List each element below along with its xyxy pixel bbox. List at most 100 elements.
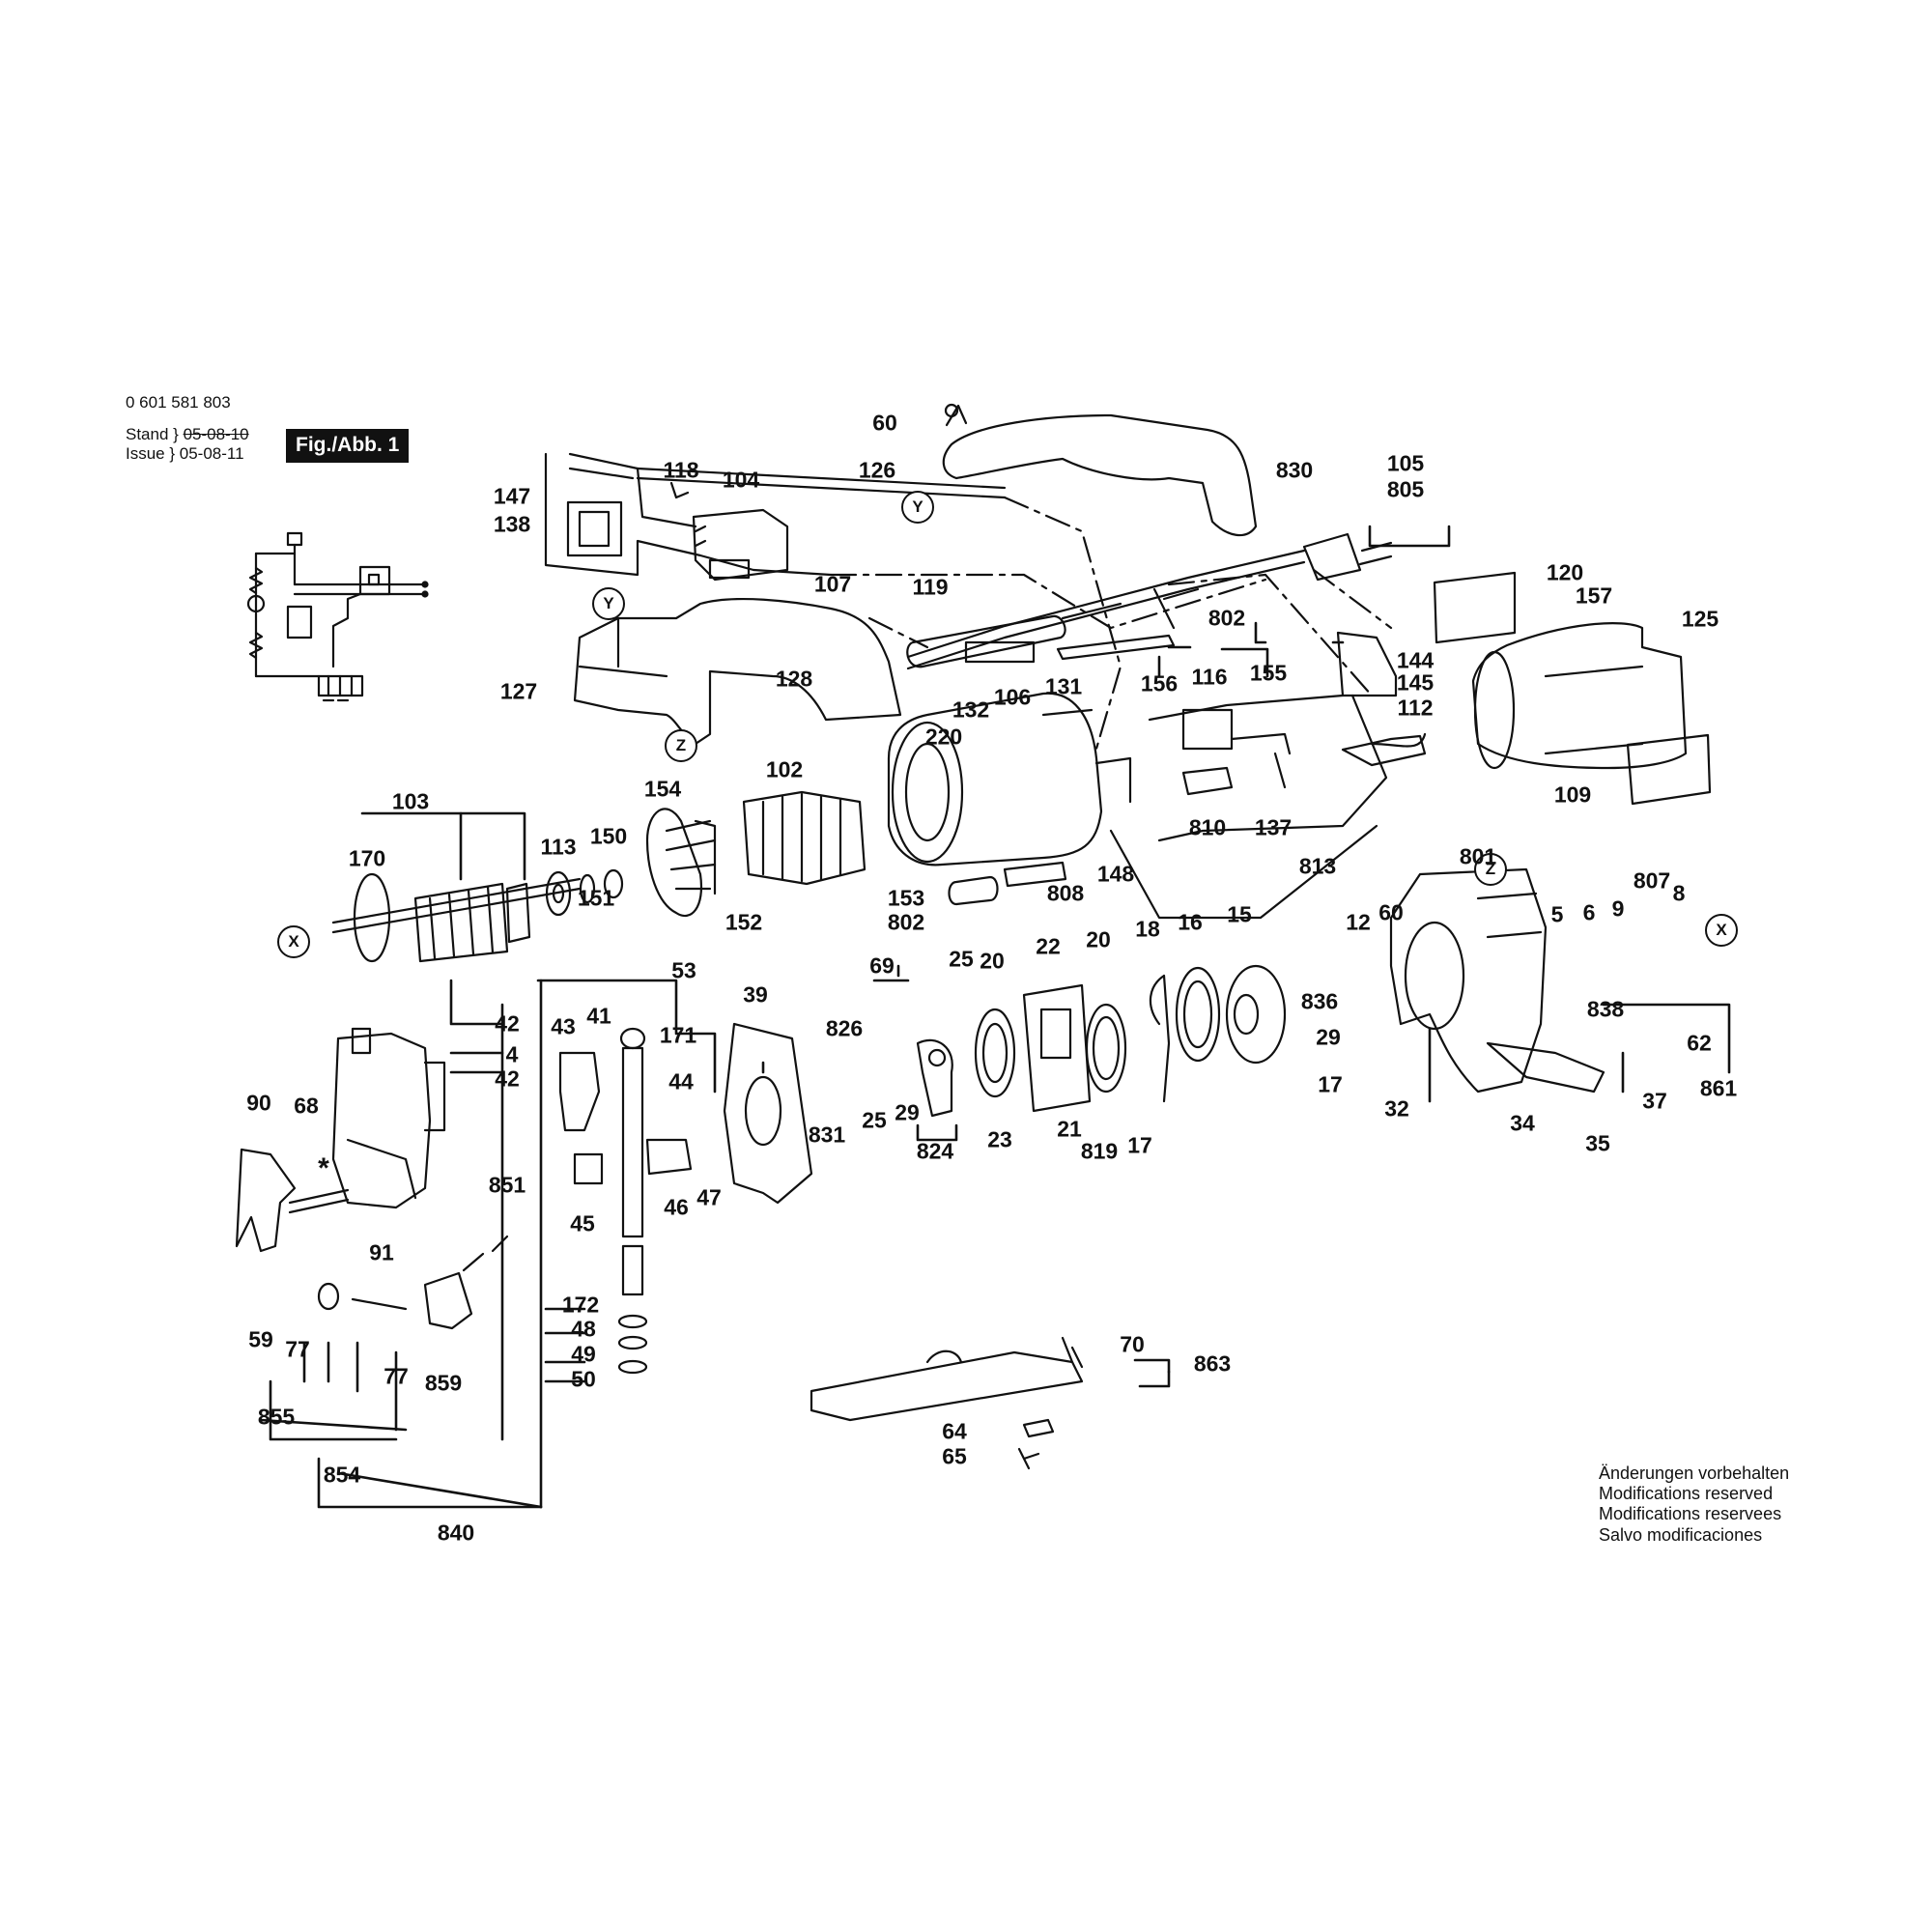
notice-fr: Modifications reservees — [1599, 1504, 1782, 1524]
part-label: 62 — [1687, 1030, 1712, 1056]
part-label: 41 — [586, 1003, 611, 1029]
part-label: 4 — [505, 1041, 519, 1067]
part-label: 37 — [1642, 1088, 1667, 1114]
part-label: 802 — [887, 909, 925, 935]
part-label: 59 — [248, 1326, 273, 1352]
handle-rods — [906, 614, 1176, 668]
issue-date: 05-08-11 — [179, 443, 244, 463]
part-label: 132 — [952, 696, 990, 723]
part-label: 851 — [488, 1172, 526, 1198]
part-label: 119 — [912, 574, 949, 600]
part-label: 43 — [551, 1013, 576, 1039]
part-label: 171 — [659, 1022, 697, 1048]
stator — [742, 790, 867, 886]
ref-marker-y: Y — [901, 491, 934, 524]
roller-bracket — [317, 1235, 509, 1330]
armature — [331, 872, 582, 963]
part-label: 25 — [949, 946, 974, 972]
part-label: 819 — [1080, 1138, 1119, 1164]
part-label: 104 — [722, 467, 760, 493]
part-label: 131 — [1044, 673, 1083, 699]
part-label: 90 — [246, 1090, 271, 1116]
part-label: 105 — [1386, 450, 1425, 476]
part-label: 35 — [1585, 1130, 1610, 1156]
star-marker: * — [318, 1152, 329, 1184]
part-label: 77 — [285, 1336, 310, 1362]
part-label: 805 — [1386, 476, 1425, 502]
part-label: 23 — [987, 1126, 1012, 1152]
part-label: 34 — [1510, 1110, 1535, 1136]
part-label: 103 — [391, 788, 430, 814]
part-label: 107 — [813, 571, 852, 597]
wiring-schematic — [246, 531, 429, 702]
part-label: 20 — [1086, 926, 1111, 952]
part-label: 29 — [895, 1099, 920, 1125]
plate-22 — [1022, 983, 1092, 1113]
part-label: 109 — [1553, 781, 1592, 808]
part-label: 39 — [743, 981, 768, 1008]
part-label: 6 — [1582, 899, 1596, 925]
part-label: 20 — [980, 948, 1005, 974]
issue-row: Issue } 05-08-11 — [126, 443, 244, 463]
motor-housing — [1471, 622, 1688, 770]
part-label: 144 — [1396, 647, 1435, 673]
ref-marker-z: Z — [665, 729, 697, 762]
part-label: 21 — [1057, 1116, 1082, 1142]
lifting-rod — [617, 1027, 648, 1375]
part-label: 15 — [1227, 901, 1252, 927]
crank-824 — [916, 1038, 953, 1118]
part-label: 47 — [696, 1184, 722, 1210]
part-label: 801 — [1459, 843, 1497, 869]
gear-housing-left — [331, 1027, 446, 1209]
part-label: 70 — [1120, 1331, 1145, 1357]
power-cord — [906, 532, 1393, 670]
part-label: 861 — [1699, 1075, 1738, 1101]
part-label: 46 — [664, 1194, 689, 1220]
part-label: 172 — [561, 1292, 600, 1318]
switch-harness — [544, 452, 1007, 582]
leader-lines — [259, 525, 1731, 1509]
part-label: 60 — [1378, 899, 1404, 925]
part-label: 91 — [369, 1239, 394, 1265]
part-label: 826 — [825, 1015, 864, 1041]
part-label: 813 — [1298, 853, 1337, 879]
guide-pieces — [558, 1051, 693, 1185]
part-label: 49 — [571, 1341, 596, 1367]
wiring-145 — [1109, 631, 1427, 920]
part-label: 148 — [1096, 861, 1135, 887]
part-label: 106 — [993, 684, 1032, 710]
part-label: 9 — [1611, 895, 1625, 922]
blade-guard — [235, 1148, 350, 1253]
part-label: 18 — [1135, 916, 1160, 942]
part-label: 855 — [257, 1404, 296, 1430]
part-label: 831 — [808, 1122, 846, 1148]
part-label: 116 — [1191, 664, 1228, 690]
issue-label: Issue — [126, 443, 165, 463]
part-label: 44 — [668, 1068, 694, 1094]
part-label: 170 — [348, 845, 386, 871]
part-label: 128 — [775, 666, 813, 692]
part-label: 137 — [1254, 814, 1293, 840]
part-label: 151 — [577, 885, 615, 911]
notice-es: Salvo modificaciones — [1599, 1524, 1763, 1545]
field-housing — [887, 692, 1132, 867]
part-label: 220 — [924, 724, 963, 750]
part-label: 102 — [765, 756, 804, 782]
part-label: 127 — [499, 678, 538, 704]
part-label: 150 — [589, 823, 628, 849]
base-plate — [810, 1336, 1084, 1470]
fan — [645, 808, 717, 918]
part-label: 42 — [495, 1065, 520, 1092]
part-label: 145 — [1396, 669, 1435, 696]
part-label: 138 — [493, 511, 531, 537]
part-label: 802 — [1208, 605, 1246, 631]
part-label: 157 — [1575, 582, 1613, 609]
part-label: 838 — [1586, 996, 1625, 1022]
part-label: 840 — [437, 1520, 475, 1546]
part-label: 12 — [1346, 909, 1371, 935]
part-label: 810 — [1188, 814, 1227, 840]
labels-120-109 — [1433, 571, 1712, 806]
part-label: 22 — [1036, 933, 1061, 959]
